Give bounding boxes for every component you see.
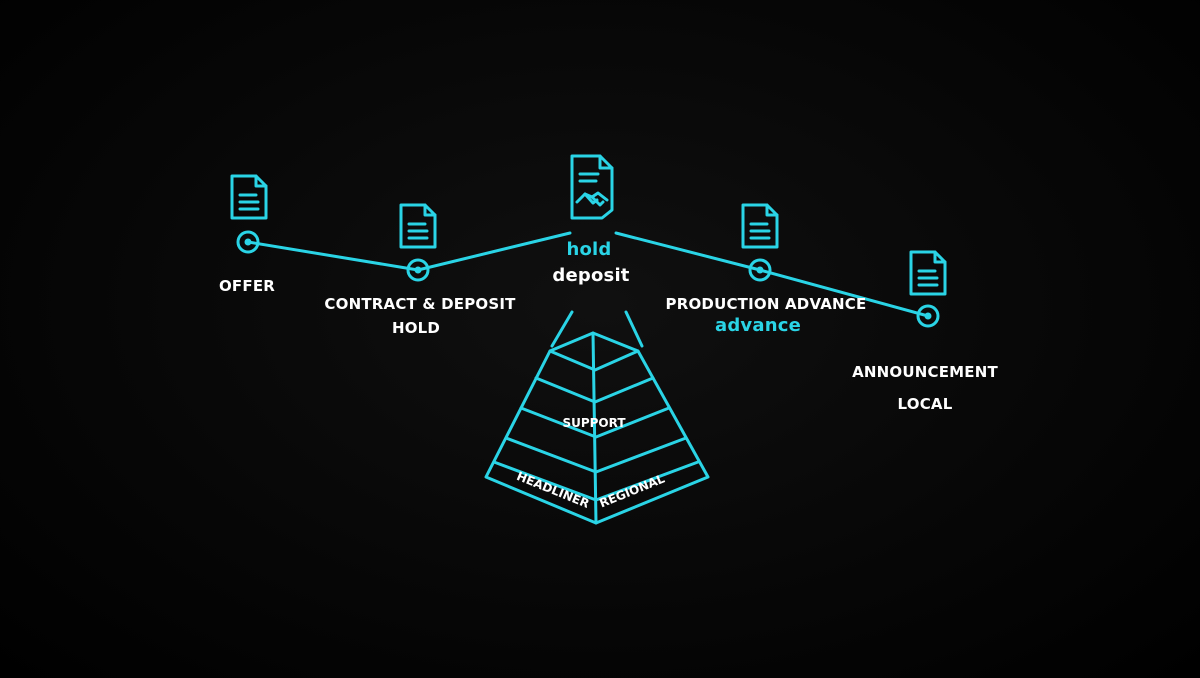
label-offer: OFFER — [218, 277, 276, 295]
pyramid-label-support: SUPPORT — [562, 416, 626, 430]
label-deposit: deposit — [552, 265, 630, 286]
timeline-connector — [614, 231, 762, 272]
document-icon — [909, 250, 947, 296]
pyramid-diagram — [484, 310, 710, 525]
document-icon — [230, 174, 268, 220]
label-production-advance: PRODUCTION ADVANCE — [665, 295, 867, 313]
milestone-node-contract — [406, 258, 430, 282]
milestone-node-offer — [236, 230, 260, 254]
handshake-document-icon — [570, 154, 614, 220]
milestone-node-announcement — [916, 304, 940, 328]
timeline-connector — [758, 268, 930, 318]
label-contract-deposit: CONTRACT & DEPOSIT — [324, 295, 516, 313]
milestone-node-production — [748, 258, 772, 282]
document-icon — [741, 203, 779, 249]
label-hold: hold — [566, 239, 612, 260]
label-contract-hold: HOLD — [391, 319, 441, 337]
label-announcement: ANNOUNCEMENT — [852, 363, 998, 381]
timeline-connector — [416, 231, 572, 272]
label-local: LOCAL — [897, 395, 953, 413]
timeline-connector — [246, 240, 420, 272]
pyramid-label-regional: REGIONAL — [597, 471, 666, 510]
document-icon — [399, 203, 437, 249]
label-advance: advance — [714, 315, 802, 336]
